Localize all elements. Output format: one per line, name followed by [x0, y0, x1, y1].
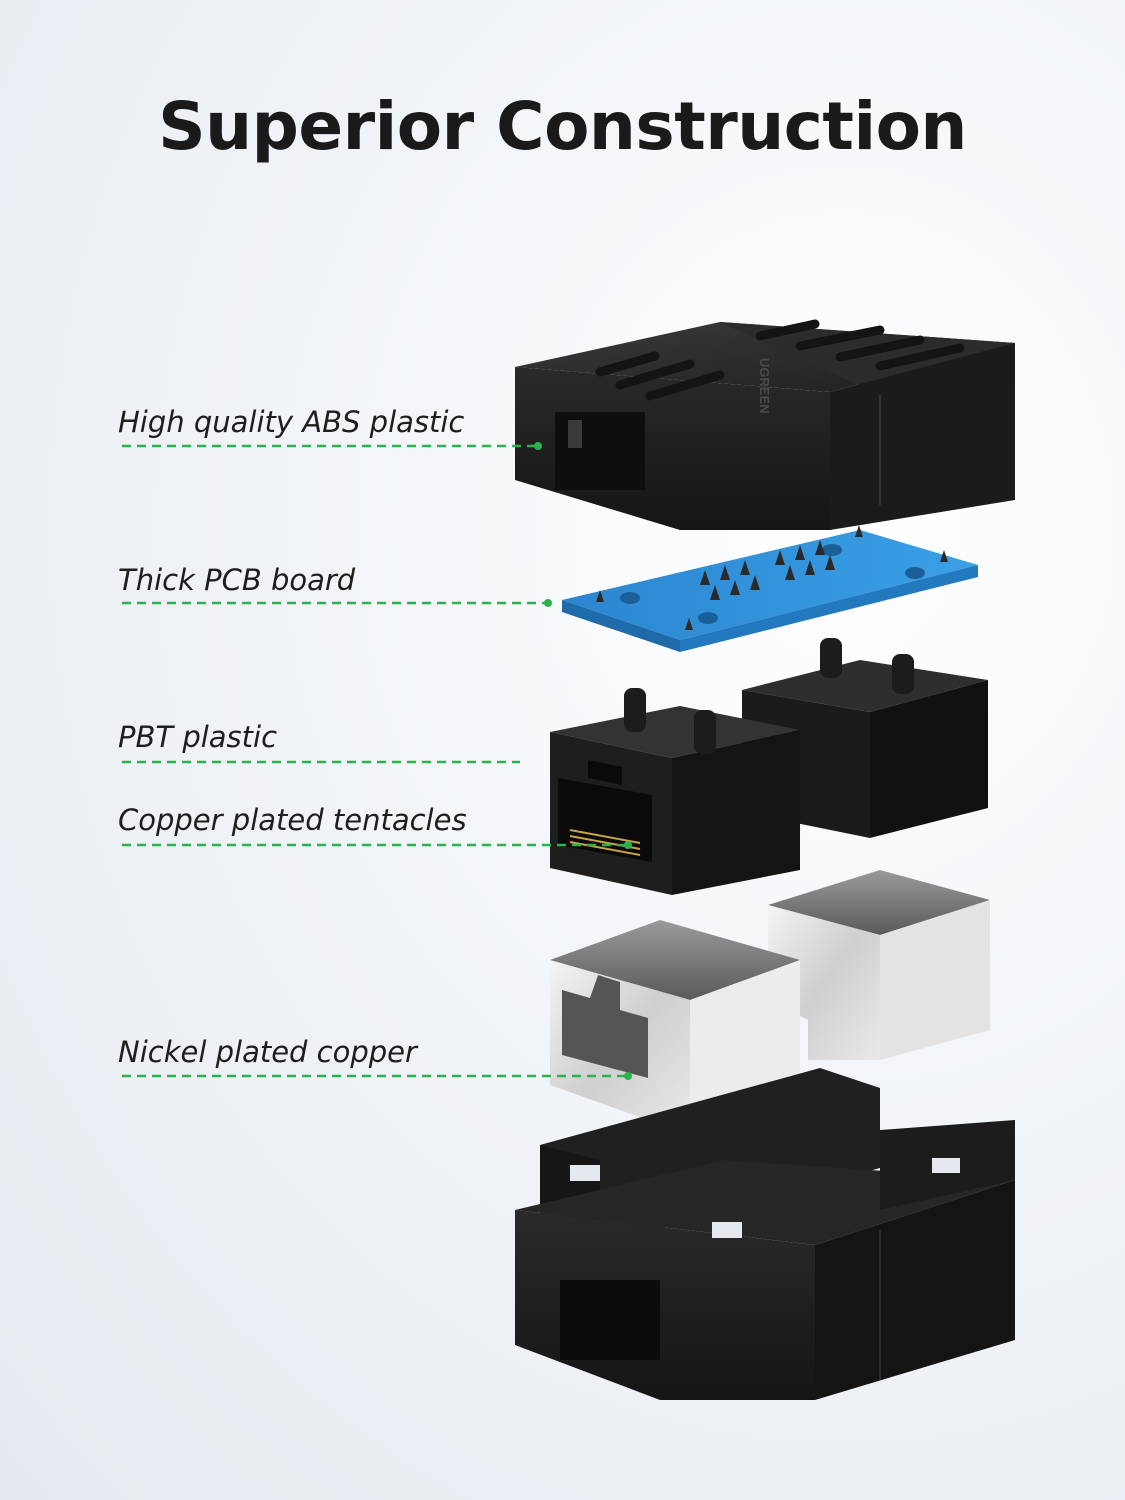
label-pbt-plastic: PBT plastic: [118, 720, 278, 754]
label-pcb-board: Thick PCB board: [118, 563, 356, 597]
leader-lines: [122, 444, 628, 1078]
label-abs-plastic: High quality ABS plastic: [118, 405, 465, 439]
label-nickel-copper: Nickel plated copper: [118, 1035, 417, 1069]
abs-top-housing: UGREEN: [515, 319, 1015, 530]
label-copper-tentacles: Copper plated tentacles: [118, 803, 467, 837]
page-title: Superior Construction: [158, 88, 967, 165]
brand-mark: UGREEN: [757, 358, 772, 414]
pcb-board: [562, 525, 978, 652]
leader-dots: [534, 442, 632, 1080]
nickel-right-shield: [768, 870, 990, 1060]
abs-bottom-housing: [515, 1068, 1015, 1400]
